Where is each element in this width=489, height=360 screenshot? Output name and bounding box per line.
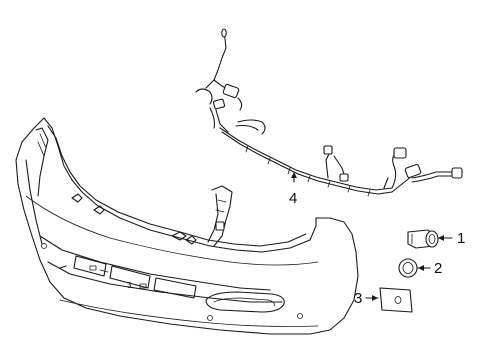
callout-2: 2 [434,260,442,277]
part-3-bracket [365,287,413,313]
part-2-grommet [398,258,431,278]
callout-4: 4 [289,190,297,207]
wiring-harness [195,28,463,197]
bumper-cover: 3 [15,117,359,335]
callout-3: 3 [354,290,362,307]
callout-1: 1 [457,230,465,247]
bumper-mark: 3 [127,281,132,290]
part-1-sensor [407,229,453,249]
